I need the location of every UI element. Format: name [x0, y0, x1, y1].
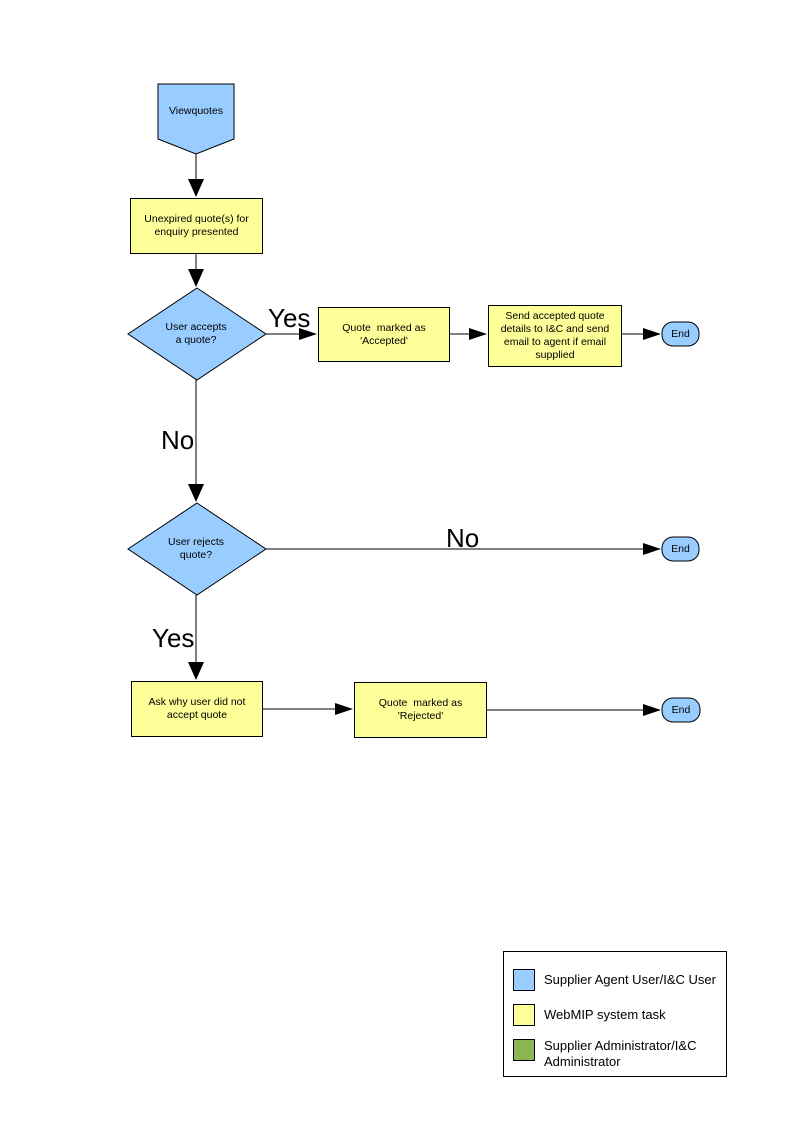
legend-swatch-supplier-administrator	[513, 1039, 535, 1061]
legend-label-webmip-task: WebMIP system task	[544, 1007, 666, 1022]
arrowhead-accepts-yes	[299, 328, 317, 340]
arrowhead-accepts-no	[188, 484, 204, 502]
edge-label-accept-yes: Yes	[268, 303, 311, 333]
arrowhead-accepted-to-send	[469, 328, 487, 340]
terminator-end-accept-shape	[661, 321, 700, 347]
arrowhead-send-to-end	[643, 328, 661, 340]
decision-user-accepts-shape	[127, 287, 267, 381]
decision-user-rejects-shape	[127, 502, 267, 596]
process-send-details: Send accepted quote details to I&C and s…	[488, 305, 622, 367]
process-quote-accepted: Quote marked as 'Accepted'	[318, 307, 450, 362]
arrowhead-unexpired-to-accepts	[188, 269, 204, 287]
arrowhead-rejects-yes	[188, 662, 204, 680]
legend-label-supplier-agent-user: Supplier Agent User/I&C User	[544, 972, 716, 987]
arrowhead-rejects-no	[643, 543, 661, 555]
arrowhead-ask-to-rejected	[335, 703, 353, 715]
process-ask-why: Ask why user did not accept quote	[131, 681, 263, 737]
process-unexpired-quotes: Unexpired quote(s) for enquiry presented	[130, 198, 263, 254]
terminator-end-reject-no-shape	[661, 536, 700, 562]
edge-label-reject-no: No	[446, 523, 480, 553]
edge-label-reject-yes: Yes	[152, 623, 195, 653]
arrowhead-start-to-unexpired	[188, 179, 204, 197]
legend-swatch-webmip-task	[513, 1004, 535, 1026]
legend: Supplier Agent User/I&C User WebMIP syst…	[503, 951, 727, 1077]
legend-label-supplier-administrator: Supplier Administrator/I&C Administrator	[544, 1038, 697, 1069]
edge-label-accept-no: No	[161, 425, 195, 455]
start-pentagon-shape	[157, 83, 235, 155]
process-quote-rejected: Quote marked as 'Rejected'	[354, 682, 487, 738]
arrowhead-rejected-to-end	[643, 704, 661, 716]
legend-swatch-supplier-agent-user	[513, 969, 535, 991]
terminator-end-rejected-shape	[661, 697, 701, 723]
